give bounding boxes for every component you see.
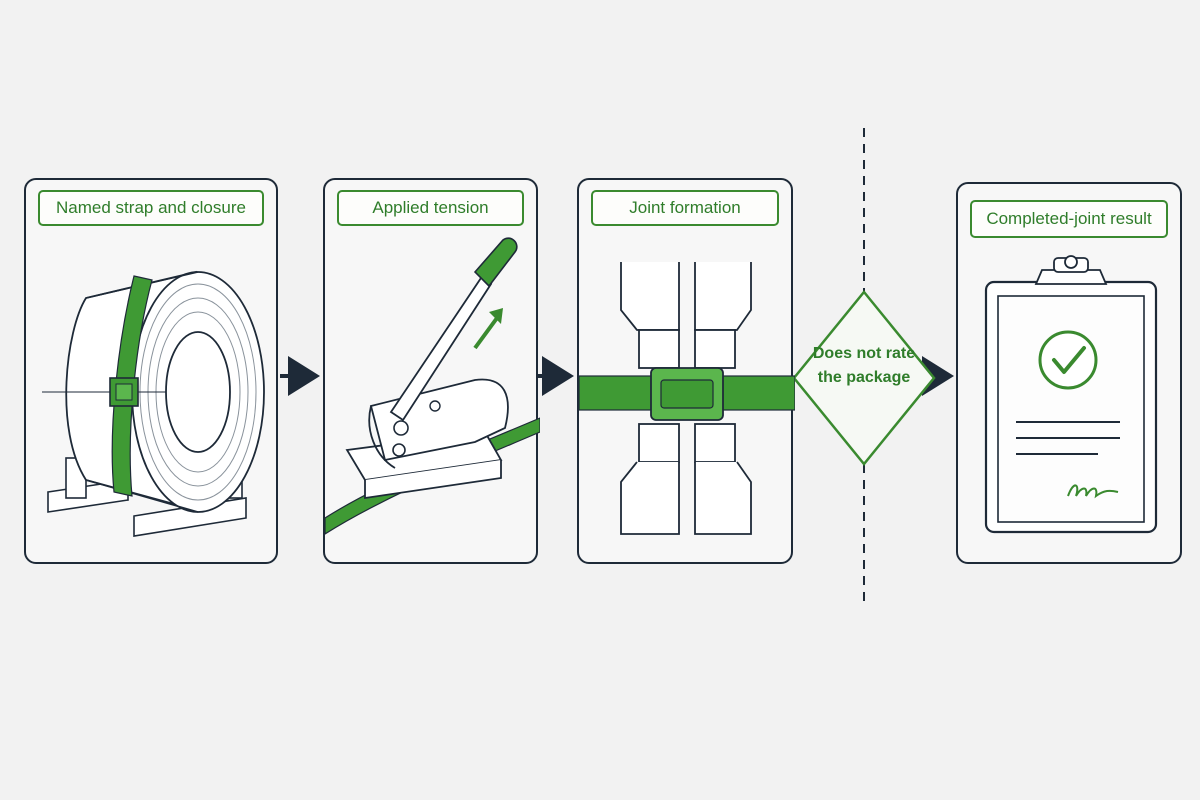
sealing-jaws-icon xyxy=(579,262,795,535)
strap-coil-icon xyxy=(42,270,265,537)
result-panel-completed-joint: Completed-joint result xyxy=(956,182,1182,564)
step-panel-strap-closure: Named strap and closure xyxy=(24,178,278,564)
tensioner-tool-icon xyxy=(325,237,540,535)
step-label-applied-tension: Applied tension xyxy=(337,190,524,226)
step-panel-applied-tension: Applied tension xyxy=(323,178,540,564)
step-label-strap-closure: Named strap and closure xyxy=(38,190,264,226)
step-label-joint-formation: Joint formation xyxy=(591,190,779,226)
decision-diamond-icon xyxy=(792,290,936,466)
decision-label: Does not rate the package xyxy=(812,345,916,386)
clipboard-check-icon xyxy=(984,255,1158,534)
result-label: Completed-joint result xyxy=(970,200,1168,238)
step-panel-joint-formation: Joint formation xyxy=(577,178,795,564)
